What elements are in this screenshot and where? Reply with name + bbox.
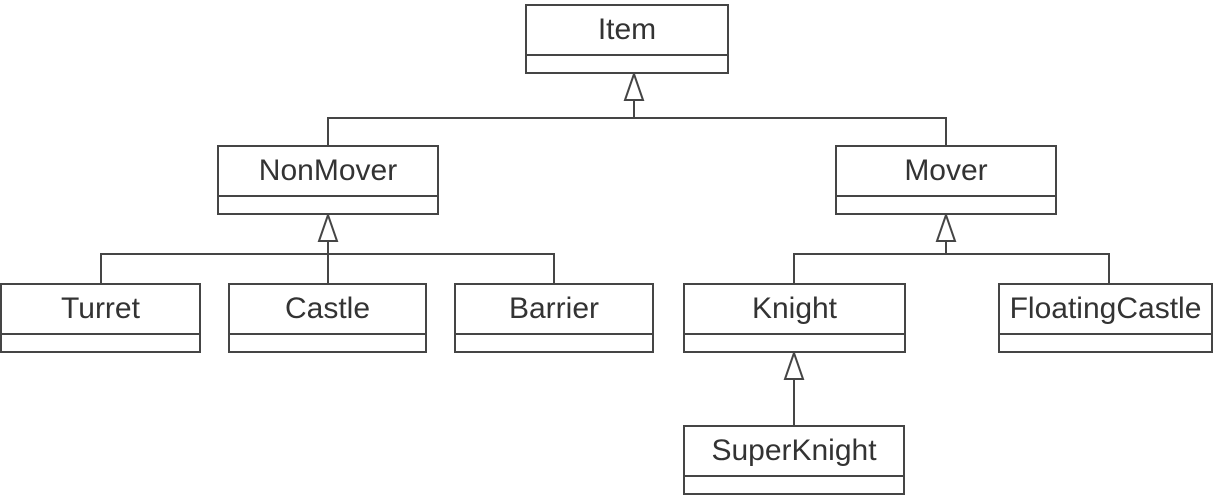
hollow-triangle-arrowhead: [935, 211, 957, 242]
empty-members-compartment: [685, 333, 904, 351]
generalization-edge-mover-children: [793, 211, 1110, 283]
empty-members-compartment: [456, 333, 652, 351]
class-box-mover: Mover: [835, 145, 1057, 215]
empty-members-compartment: [2, 333, 199, 351]
class-name-label: Knight: [751, 292, 838, 325]
class-box-castle: Castle: [228, 283, 427, 353]
empty-members-compartment: [685, 475, 903, 493]
hollow-triangle-arrowhead: [623, 70, 645, 101]
class-name-label: Barrier: [508, 292, 599, 325]
empty-members-compartment: [1000, 333, 1211, 351]
hollow-triangle-arrowhead: [783, 349, 805, 380]
class-name-label: NonMover: [258, 154, 398, 187]
edge-bus: [327, 117, 947, 145]
class-name-label: FloatingCastle: [1009, 292, 1202, 325]
class-name-label: Item: [597, 13, 657, 46]
class-box-turret: Turret: [0, 283, 201, 353]
generalization-edge-nonmover-children: [100, 211, 555, 283]
hollow-triangle-arrowhead: [317, 211, 339, 242]
class-name-label: Mover: [904, 154, 988, 187]
empty-members-compartment: [837, 195, 1055, 213]
empty-members-compartment: [230, 333, 425, 351]
generalization-edge-item-children: [327, 70, 947, 145]
class-box-superknight: SuperKnight: [683, 425, 905, 495]
empty-members-compartment: [527, 54, 727, 72]
edge-bus: [793, 253, 1110, 283]
class-name-label: SuperKnight: [711, 434, 877, 467]
class-name-label: Turret: [61, 292, 140, 325]
empty-members-compartment: [219, 195, 437, 213]
class-box-nonmover: NonMover: [217, 145, 439, 215]
generalization-edge-knight-superknight: [783, 349, 805, 425]
class-box-barrier: Barrier: [454, 283, 654, 353]
class-box-item: Item: [525, 4, 729, 74]
class-name-label: Castle: [284, 292, 371, 325]
class-box-floatingcastle: FloatingCastle: [998, 283, 1213, 353]
class-box-knight: Knight: [683, 283, 906, 353]
